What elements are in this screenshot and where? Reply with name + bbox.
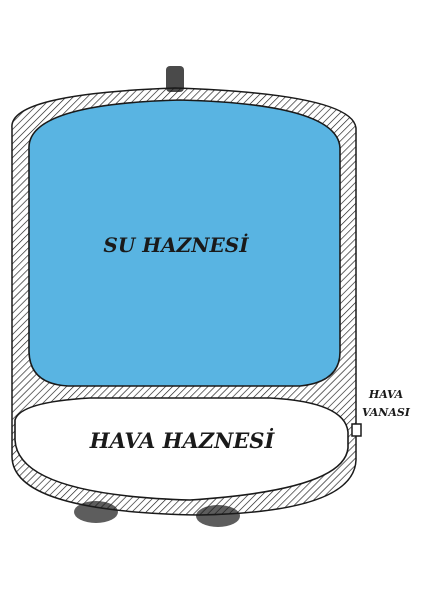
water-chamber-label: SU HAZNESİ [103,233,249,257]
air-valve-label-line1: HAVA [368,388,404,401]
top-nozzle [166,66,184,92]
air-chamber-label: HAVA HAZNESİ [89,428,276,453]
water-chamber [28,99,341,387]
air-chamber [14,397,349,501]
air-valve-label-line2: VANASI [362,406,411,419]
air-valve [351,423,362,437]
